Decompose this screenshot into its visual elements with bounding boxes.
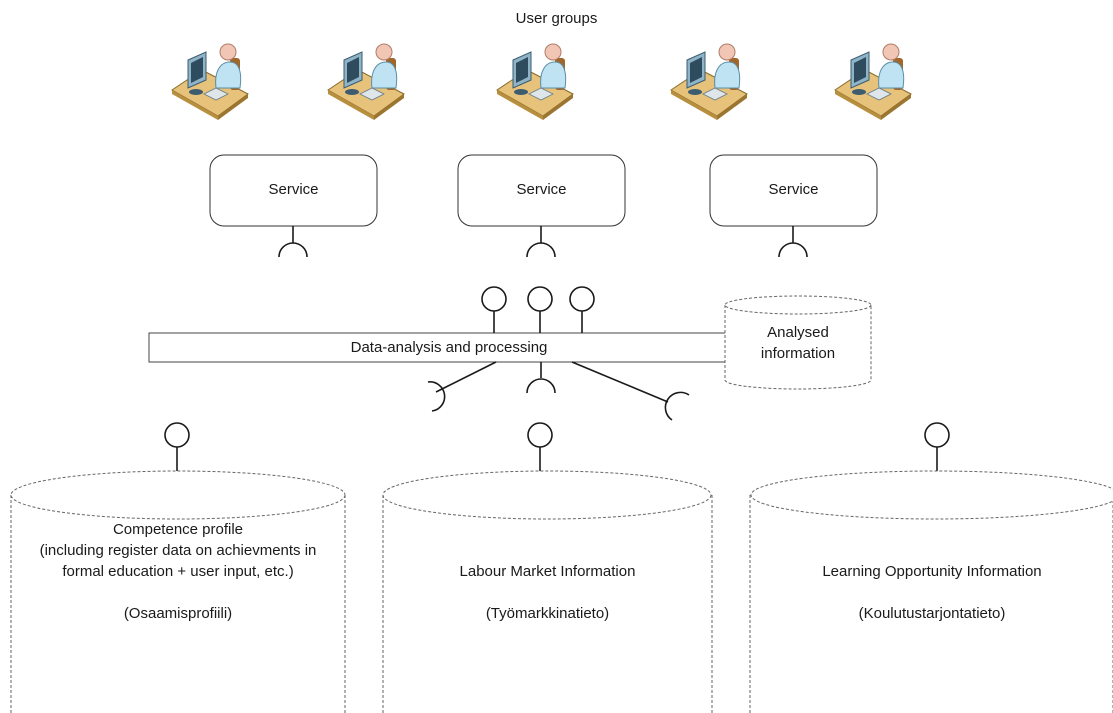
analysed-information-label: Analysed information — [725, 322, 871, 364]
processing-lollipops — [481, 286, 595, 333]
database-lollipops — [164, 422, 950, 490]
service-label: Service — [268, 181, 319, 198]
db-line: formal education + user input, etc.) — [62, 563, 294, 580]
user-at-workstation-icon — [171, 43, 249, 121]
db-alias: (Osaamisprofiili) — [123, 605, 233, 622]
db-line: (including register data on achievments … — [39, 542, 317, 559]
db-line: Competence profile — [112, 521, 244, 538]
learning-opportunity-text: Learning Opportunity Information (Koulut… — [751, 561, 1113, 624]
competence-profile-database — [10, 470, 346, 713]
service-label: Service — [768, 181, 819, 198]
analysed-line-2: information — [760, 345, 836, 362]
service-label: Service — [516, 181, 567, 198]
user-at-workstation-icon — [670, 43, 748, 121]
user-at-workstation-icon — [834, 43, 912, 121]
db-line: Learning Opportunity Information — [822, 563, 1042, 580]
db-line: Labour Market Information — [459, 563, 636, 580]
db-alias: (Työmarkkinatieto) — [485, 605, 610, 622]
learning-opportunity-database — [749, 470, 1113, 713]
competence-profile-text: Competence profile (including register d… — [11, 519, 345, 624]
labour-market-database — [382, 470, 713, 713]
db-alias: (Koulutustarjontatieto) — [858, 605, 1006, 622]
user-at-workstation-icon — [496, 43, 574, 121]
analysed-information-store — [724, 295, 872, 390]
processing-sockets — [427, 361, 690, 421]
processing-label: Data-analysis and processing — [350, 339, 548, 356]
service-sockets — [278, 226, 808, 258]
diagram-title: User groups — [515, 10, 598, 27]
labour-market-text: Labour Market Information (Työmarkkinati… — [383, 561, 712, 624]
analysed-line-1: Analysed — [767, 324, 829, 341]
user-at-workstation-icon — [327, 43, 405, 121]
